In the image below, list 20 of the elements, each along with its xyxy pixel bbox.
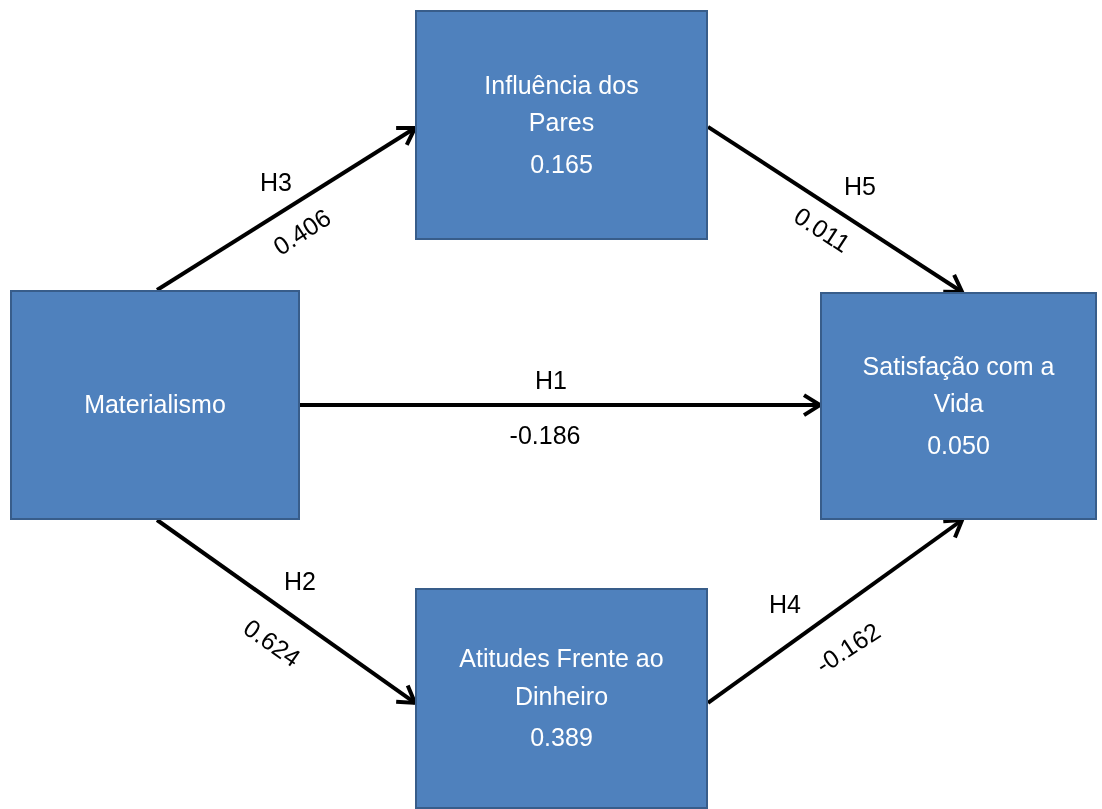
hypothesis-label: H5 bbox=[844, 171, 876, 201]
path-arrow bbox=[155, 518, 417, 705]
hypothesis-label: H3 bbox=[260, 167, 292, 197]
construct-name: Atitudes Frente ao Dinheiro bbox=[458, 643, 665, 712]
r-squared-value: 0.050 bbox=[927, 429, 990, 461]
path-arrow bbox=[155, 126, 417, 292]
construct-box bbox=[415, 10, 708, 240]
construct-box bbox=[10, 290, 300, 520]
construct-name: Satisfação com a Vida bbox=[861, 350, 1056, 420]
hypothesis-label: H2 bbox=[284, 566, 316, 596]
path-coefficient: -0.186 bbox=[509, 420, 581, 450]
construct-name: Influência dos Pares bbox=[483, 69, 640, 139]
construct-box bbox=[415, 588, 708, 809]
hypothesis-label: H4 bbox=[769, 589, 801, 619]
path-arrow bbox=[300, 393, 822, 418]
hypothesis-label: H1 bbox=[535, 365, 567, 395]
construct-name: Materialismo bbox=[84, 389, 226, 421]
r-squared-value: 0.165 bbox=[530, 148, 593, 180]
r-squared-value: 0.389 bbox=[530, 722, 593, 754]
construct-box bbox=[820, 292, 1097, 520]
